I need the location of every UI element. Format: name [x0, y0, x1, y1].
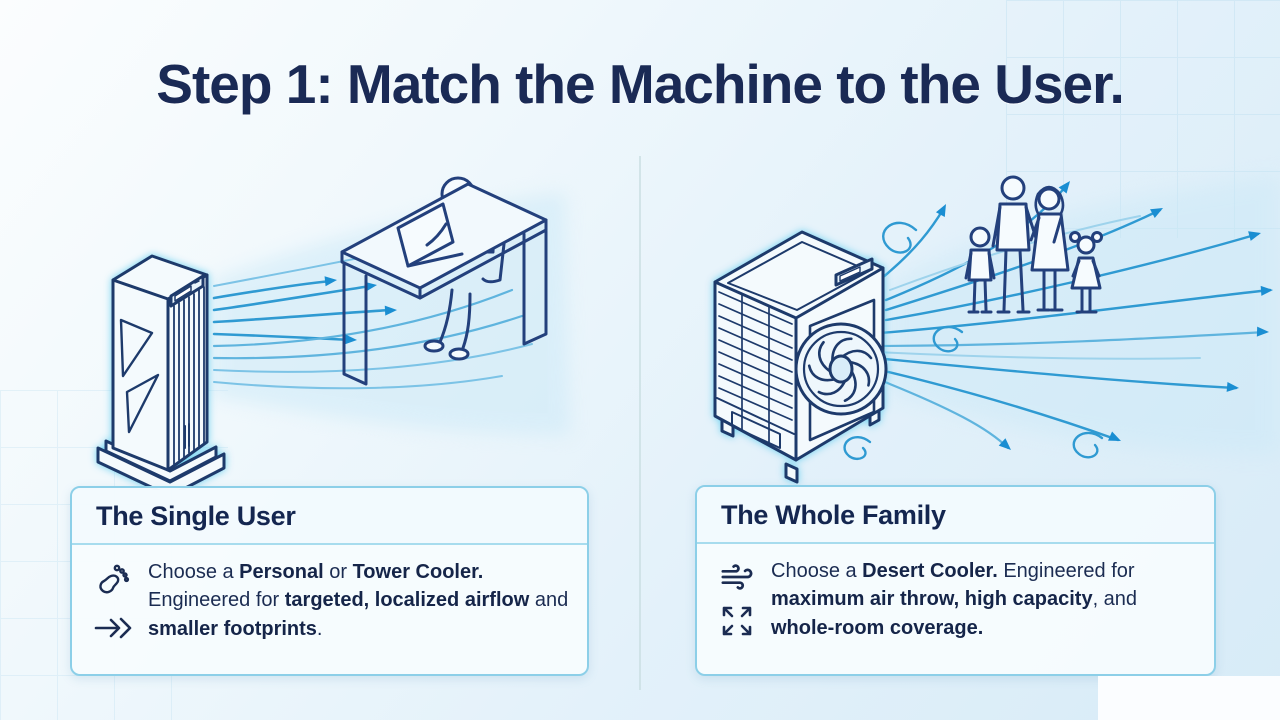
icon-column — [94, 558, 132, 643]
girl-figure — [1069, 231, 1103, 314]
arrowheads — [935, 181, 1273, 450]
icon-column — [719, 557, 755, 642]
single-user-card: The Single User Choose a Personal or Tow… — [70, 486, 589, 676]
bottom-right-blank-patch — [1098, 676, 1280, 720]
fan — [794, 322, 888, 416]
airflow-streamlines — [212, 235, 533, 390]
desk-left-leg — [342, 262, 368, 386]
airflow-wash — [886, 175, 1280, 455]
person-legs — [438, 288, 472, 350]
card-body: Choose a Desert Cooler. Engineered for m… — [697, 544, 1214, 656]
double-arrow-right-icon — [94, 617, 132, 639]
card-body: Choose a Personal or Tower Cooler. Engin… — [72, 545, 587, 657]
laptop — [396, 202, 455, 268]
wind-icon — [721, 564, 753, 590]
tower-cooler — [96, 254, 226, 490]
father-figure — [991, 175, 1038, 314]
whole-family-card: The Whole Family Choose a Desert Cooler.… — [695, 485, 1216, 676]
cooler-louvers — [718, 291, 793, 443]
boy-figure — [964, 226, 996, 314]
desk-person — [340, 176, 548, 386]
page-title: Step 1: Match the Machine to the User. — [156, 53, 1124, 115]
desk-right-leg — [522, 229, 548, 346]
single-user-illustration — [96, 176, 570, 490]
desert-cooler — [713, 230, 888, 484]
card-header: The Whole Family — [697, 487, 1214, 544]
whole-family-illustration — [713, 175, 1280, 484]
card-header: The Single User — [72, 488, 587, 545]
air-curls — [843, 221, 1104, 461]
mother-figure — [1029, 185, 1070, 312]
card-title: The Whole Family — [721, 500, 946, 530]
person-arm — [425, 222, 448, 247]
card-description: Choose a Desert Cooler. Engineered for m… — [771, 560, 1138, 639]
footprint-icon — [99, 564, 130, 594]
card-description: Choose a Personal or Tower Cooler. Engin… — [148, 561, 569, 640]
panel-divider — [639, 156, 641, 690]
arrowheads — [324, 276, 397, 345]
family-figures — [964, 175, 1103, 314]
expand-arrows-icon — [722, 606, 752, 636]
card-title: The Single User — [96, 501, 296, 531]
